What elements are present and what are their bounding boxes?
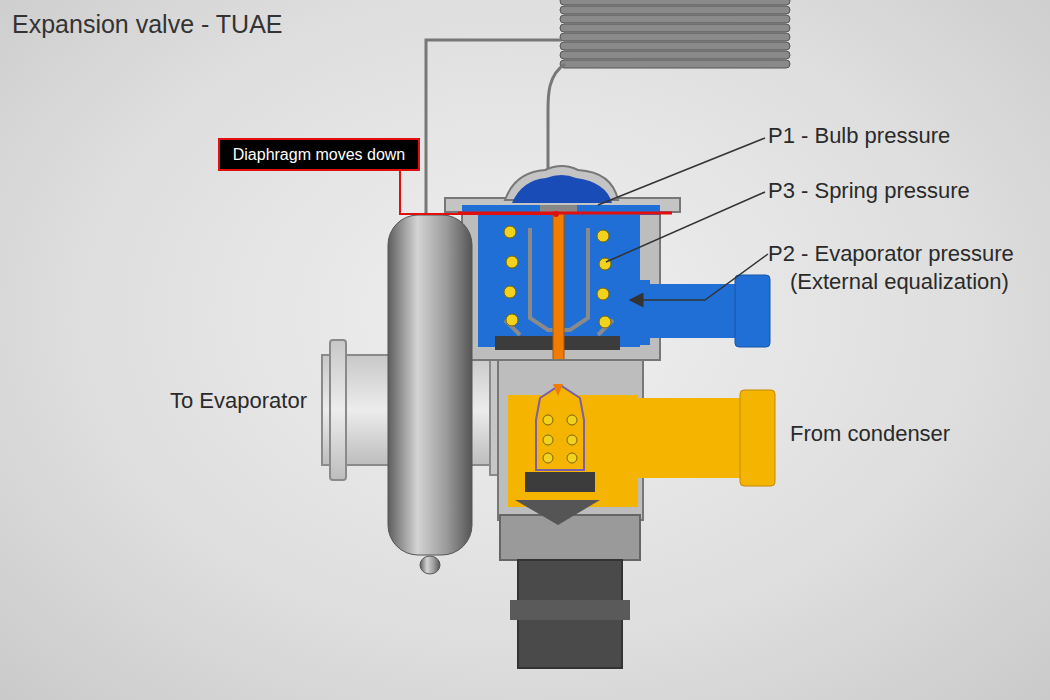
pressure-label: P2 - Evaporator pressure (External equal…: [768, 240, 1048, 296]
capillary-tube: [548, 64, 565, 172]
valve-head: [445, 166, 680, 386]
callout-box: Diaphragm moves down: [218, 138, 420, 171]
pressure-label: P1 - Bulb pressure: [768, 122, 1048, 150]
sensing-bulb: [388, 215, 472, 574]
port-label: To Evaporator: [170, 387, 370, 415]
diagram-title: Expansion valve - TUAE: [12, 10, 283, 39]
pressure-label: P3 - Spring pressure: [768, 177, 1048, 205]
port-label: From condenser: [790, 420, 1040, 448]
callout-leader: [400, 171, 556, 214]
capillary-coil: [560, 0, 790, 68]
valve-body: [498, 360, 775, 668]
leader-line: [606, 192, 765, 262]
leader-line: [598, 138, 765, 205]
leader-line: [630, 254, 768, 300]
callout-text: Diaphragm moves down: [233, 146, 406, 164]
equalizer-tube: [640, 275, 770, 347]
callout-dot: [553, 211, 559, 217]
